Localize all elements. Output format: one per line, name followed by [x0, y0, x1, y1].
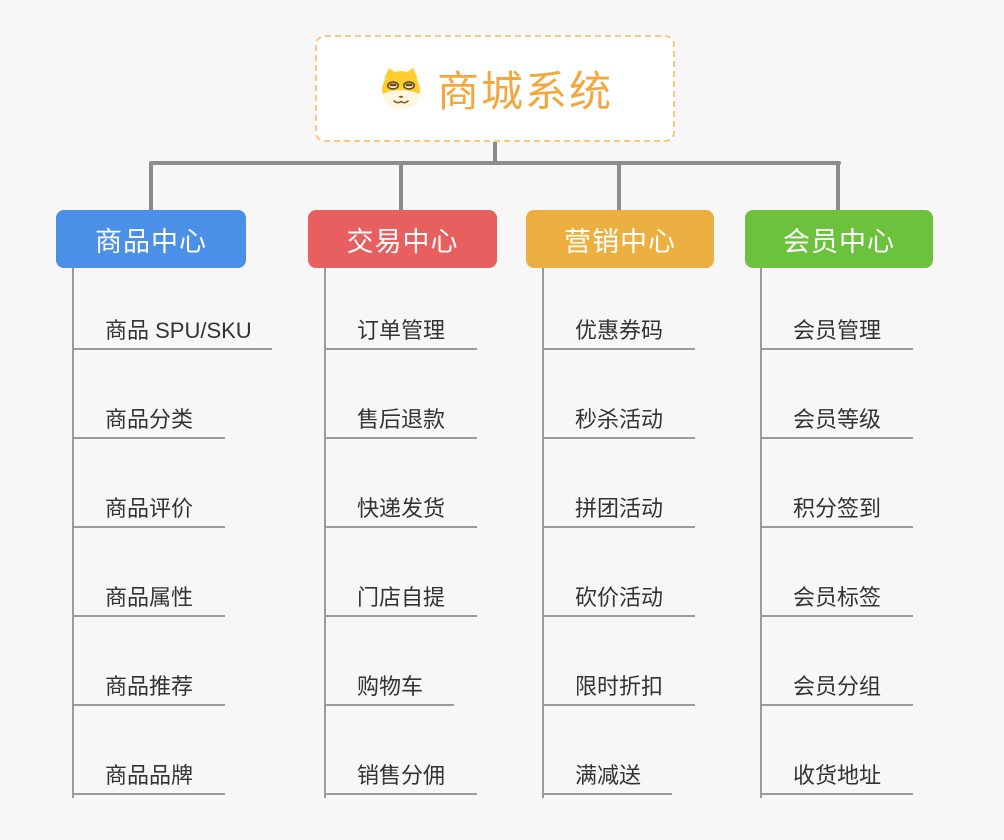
connector-drop-marketing: [617, 163, 621, 211]
leaf-node[interactable]: 商品属性: [72, 581, 225, 617]
connector-drop-member: [836, 163, 840, 211]
root-node[interactable]: 商城系统: [315, 35, 675, 142]
connector-spine-product: [72, 267, 74, 798]
connector-main-horizontal: [149, 161, 841, 165]
leaf-node[interactable]: 限时折扣: [542, 670, 695, 706]
leaf-node[interactable]: 商品推荐: [72, 670, 225, 706]
connector-drop-trade: [399, 163, 403, 211]
connector-root-stem: [493, 140, 497, 163]
leaf-node[interactable]: 商品 SPU/SKU: [72, 314, 272, 350]
branch-node-product[interactable]: 商品中心: [56, 210, 246, 268]
branch-node-member[interactable]: 会员中心: [745, 210, 933, 268]
leaf-node[interactable]: 收货地址: [760, 759, 913, 795]
leaf-node[interactable]: 拼团活动: [542, 492, 695, 528]
leaf-node[interactable]: 会员分组: [760, 670, 913, 706]
root-label: 商城系统: [436, 68, 613, 115]
branch-label: 交易中心: [346, 226, 459, 257]
branch-node-trade[interactable]: 交易中心: [308, 210, 497, 268]
leaf-node[interactable]: 商品品牌: [72, 759, 225, 795]
dog-face-icon: [381, 67, 420, 109]
leaf-node[interactable]: 秒杀活动: [542, 403, 695, 439]
leaf-node[interactable]: 满减送: [542, 759, 672, 795]
leaf-node[interactable]: 门店自提: [324, 581, 477, 617]
branch-label: 会员中心: [783, 226, 895, 257]
leaf-node[interactable]: 订单管理: [324, 314, 477, 350]
branch-label: 营销中心: [564, 226, 676, 257]
leaf-node[interactable]: 会员标签: [760, 581, 913, 617]
leaf-node[interactable]: 砍价活动: [542, 581, 695, 617]
leaf-node[interactable]: 快递发货: [324, 492, 477, 528]
leaf-node[interactable]: 会员管理: [760, 314, 913, 350]
leaf-node[interactable]: 优惠券码: [542, 314, 695, 350]
leaf-node[interactable]: 积分签到: [760, 492, 913, 528]
connector-spine-trade: [324, 267, 326, 798]
leaf-node[interactable]: 购物车: [324, 670, 454, 706]
connector-spine-marketing: [542, 267, 544, 798]
connector-spine-member: [760, 267, 762, 798]
branch-label: 商品中心: [95, 226, 207, 257]
leaf-node[interactable]: 售后退款: [324, 403, 477, 439]
leaf-node[interactable]: 销售分佣: [324, 759, 477, 795]
leaf-node[interactable]: 商品分类: [72, 403, 225, 439]
leaf-node[interactable]: 会员等级: [760, 403, 913, 439]
connector-drop-product: [149, 163, 153, 211]
branch-node-marketing[interactable]: 营销中心: [526, 210, 714, 268]
leaf-node[interactable]: 商品评价: [72, 492, 225, 528]
